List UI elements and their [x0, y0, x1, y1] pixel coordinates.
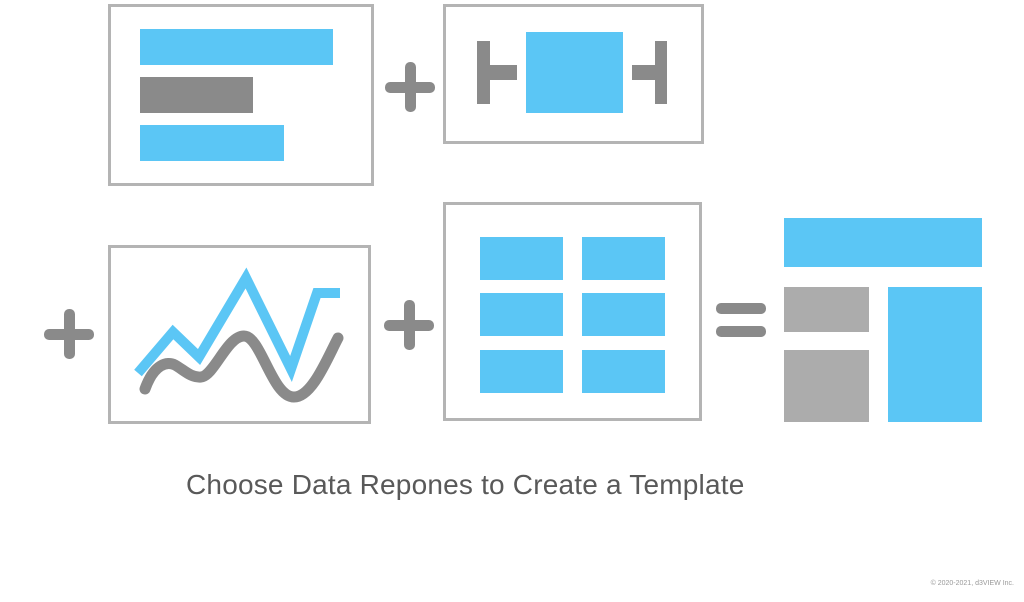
- data-grid-icon: [443, 202, 702, 421]
- boxplot-right-whisker-cap: [655, 41, 667, 104]
- caption: Choose Data Repones to Create a Template: [186, 469, 745, 500]
- blue-line-series: [134, 267, 340, 382]
- grid-cell: [582, 293, 665, 336]
- plus-icon: [385, 62, 435, 112]
- plus-vertical-bar: [403, 300, 415, 350]
- grid-cell: [582, 350, 665, 393]
- gray-line-series: [139, 330, 344, 403]
- grid-cell: [480, 293, 563, 336]
- template-gray-block-small: [784, 287, 869, 332]
- grid-cell: [480, 350, 563, 393]
- box-plot-icon: [443, 4, 704, 144]
- copyright-text: © 2020-2021, d3VIEW Inc.: [930, 580, 1014, 587]
- boxplot-box: [526, 32, 623, 113]
- template-blue-block-tall: [888, 287, 982, 422]
- bar-blue-short: [140, 125, 284, 161]
- bar-gray-medium: [140, 77, 253, 113]
- boxplot-left-whisker-line: [477, 65, 517, 80]
- plus-vertical-bar: [404, 62, 416, 112]
- plus-vertical-bar: [63, 309, 75, 359]
- grid-cell: [582, 237, 665, 280]
- grid-cell: [480, 237, 563, 280]
- line-chart-svg: [134, 267, 344, 403]
- equals-top-bar: [716, 303, 766, 314]
- bar-blue-long: [140, 29, 333, 65]
- plus-icon: [384, 300, 434, 350]
- template-header-block: [784, 218, 982, 267]
- equals-icon: [716, 303, 766, 337]
- equals-bottom-bar: [716, 326, 766, 337]
- line-chart-icon: [108, 245, 371, 424]
- plus-icon: [44, 309, 94, 359]
- horizontal-bar-chart-icon: [108, 4, 374, 186]
- template-gray-block-large: [784, 350, 869, 422]
